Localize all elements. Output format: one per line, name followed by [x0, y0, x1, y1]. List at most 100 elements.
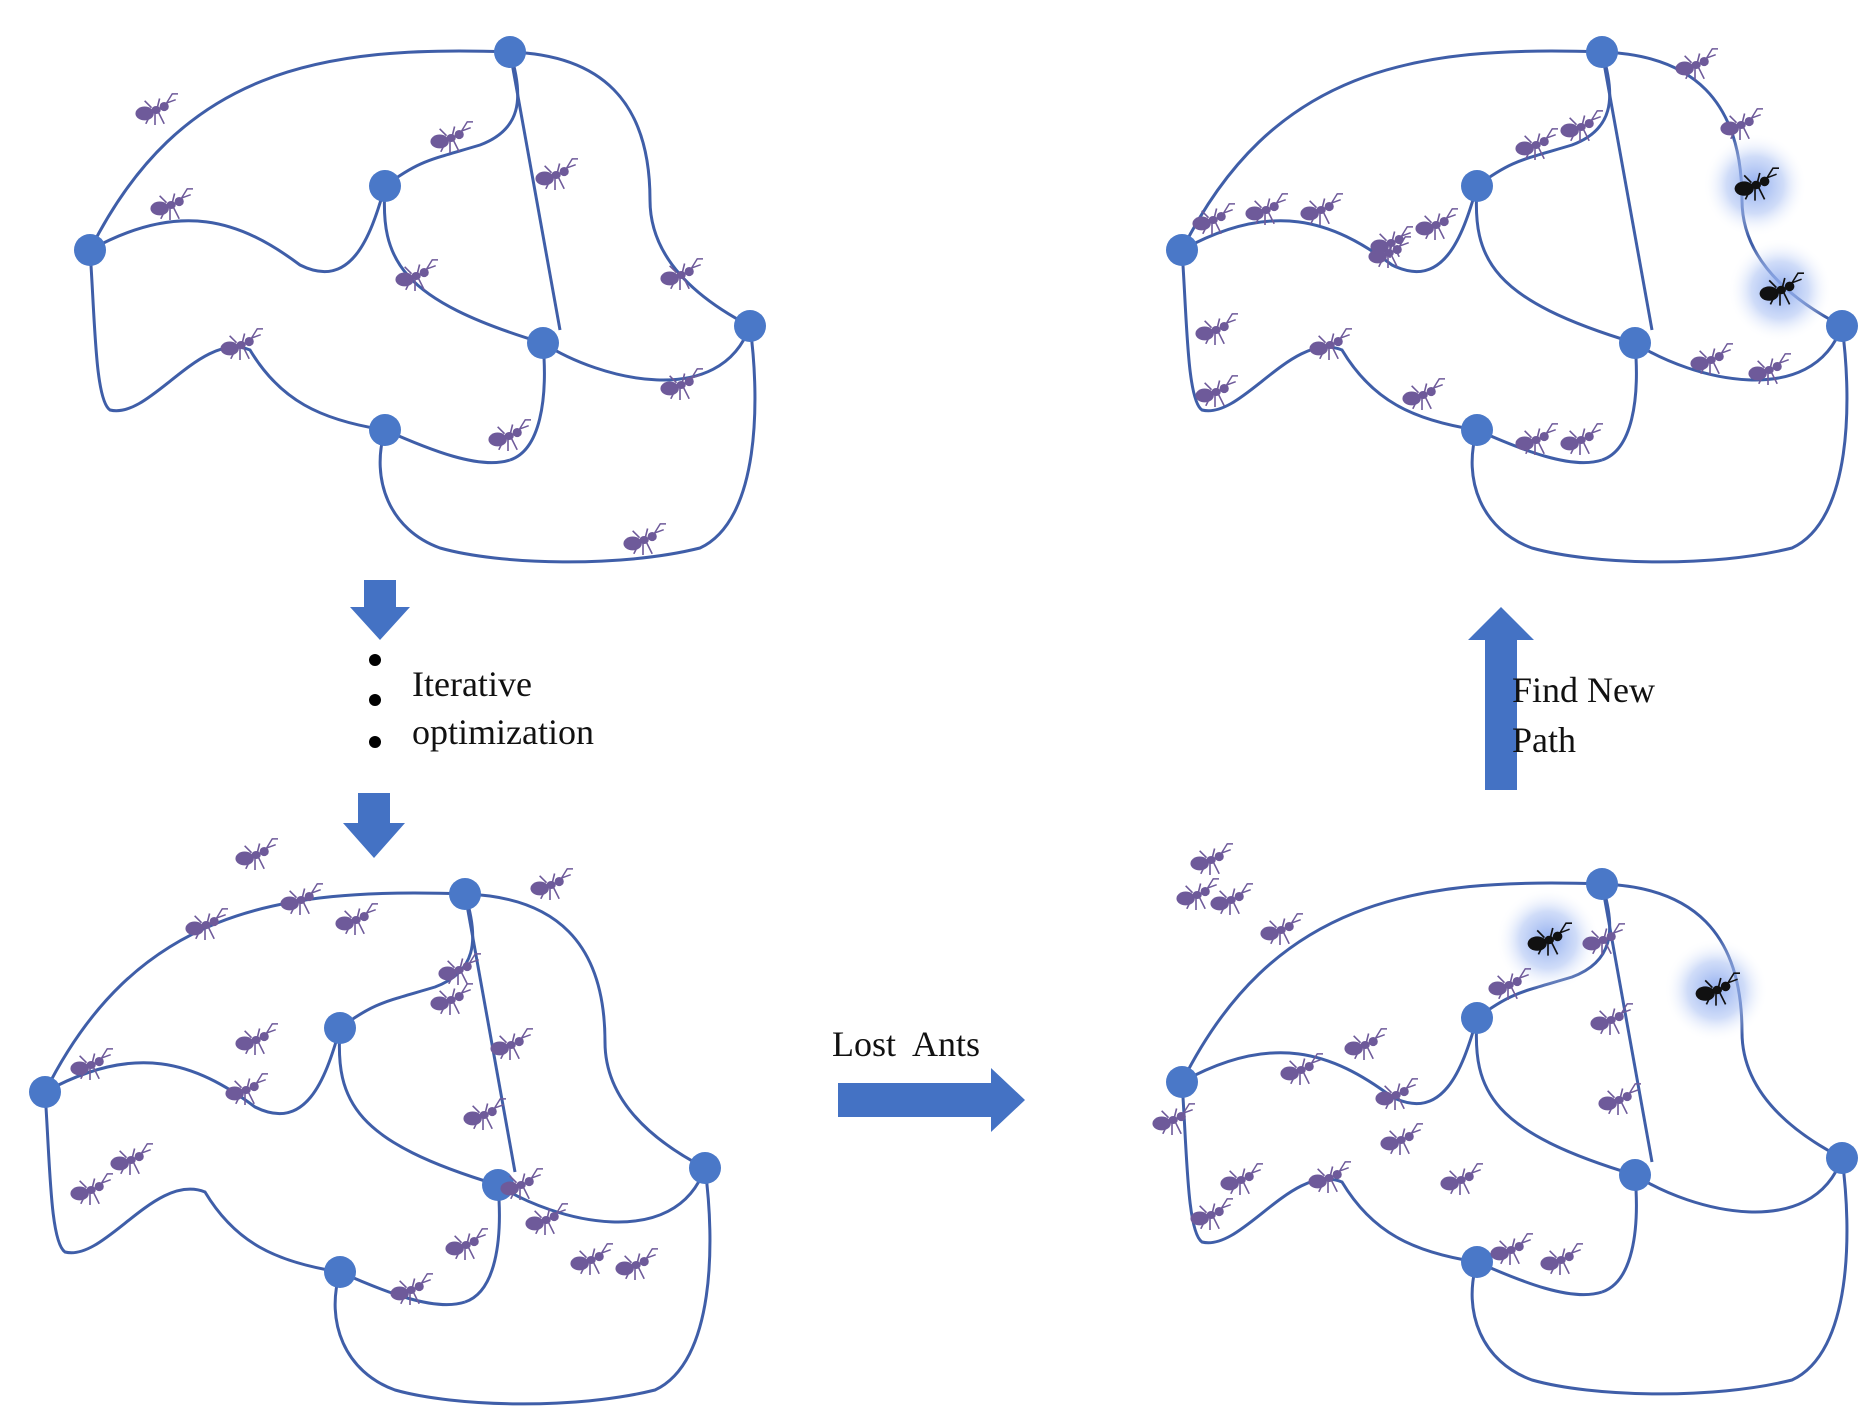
ant-icon	[500, 1168, 543, 1200]
graph-node	[734, 310, 766, 342]
graph-edge	[88, 249, 386, 432]
graph-node	[1826, 310, 1858, 342]
lost-ant-icon	[1734, 167, 1780, 201]
graph-edge	[337, 1027, 499, 1187]
graph-node	[29, 1076, 61, 1108]
graph-node	[324, 1256, 356, 1288]
graph-edge	[509, 342, 546, 462]
ant-icon	[525, 1203, 568, 1235]
graph-node	[369, 414, 401, 446]
ant-icon	[220, 328, 263, 360]
iterative-optimization-label-line1: Iterative	[412, 664, 532, 704]
ant-icon	[1308, 1161, 1351, 1193]
ant-icon	[235, 1023, 278, 1055]
graph-edge	[509, 50, 751, 328]
ant-icon	[623, 523, 666, 555]
ant-icon	[1720, 108, 1763, 140]
ant-icon	[1598, 1083, 1641, 1115]
ant-icon	[235, 838, 278, 870]
graph-edge	[384, 428, 511, 465]
graph-node	[1461, 1246, 1493, 1278]
ant-icon	[1195, 313, 1238, 345]
down-arrow-icon	[350, 580, 410, 640]
graph-edge	[384, 51, 520, 188]
ant-icon	[1368, 236, 1411, 268]
find-new-path-label-line2: Path	[1512, 720, 1577, 760]
up-arrow-icon	[1468, 607, 1534, 790]
ant-icon	[1515, 423, 1558, 455]
graph-edge	[339, 893, 475, 1030]
ant-icon	[1375, 1078, 1418, 1110]
graph-edge	[378, 325, 757, 564]
ant-icon	[390, 1273, 433, 1305]
ant-icon	[1220, 1163, 1263, 1195]
ellipsis-dot	[369, 654, 381, 666]
graph-node	[494, 36, 526, 68]
graph-edge	[1476, 428, 1603, 465]
graph-edge	[43, 891, 466, 1093]
ant-icon	[335, 903, 378, 935]
graph-edge	[1474, 185, 1636, 345]
ant-icon	[1192, 203, 1235, 235]
ant-icon	[530, 868, 573, 900]
ant-icon	[1152, 1103, 1195, 1135]
graph-edge	[43, 1091, 341, 1274]
ant-icon	[225, 1073, 268, 1105]
ant-icon	[1540, 1243, 1583, 1275]
ant-icon	[438, 953, 481, 985]
down-arrow-icon	[343, 793, 405, 858]
graph-node	[369, 170, 401, 202]
ants	[70, 48, 1805, 1305]
graph-node	[1461, 1002, 1493, 1034]
ant-icon	[70, 1048, 113, 1080]
graph-edge	[1600, 51, 1654, 331]
ant-icon	[1560, 423, 1603, 455]
graph-edge	[89, 185, 387, 273]
graph-edge	[1181, 185, 1479, 273]
graph-edge	[463, 893, 517, 1173]
ant-icon	[280, 883, 323, 915]
graph-edge	[1474, 1017, 1636, 1177]
graph-edge	[1601, 1174, 1638, 1294]
graph-edge	[333, 1167, 712, 1406]
ant-icon	[1748, 353, 1791, 385]
lost-ants-label: Lost Ants	[832, 1024, 981, 1064]
ant-icon	[1415, 208, 1458, 240]
graph-edge	[464, 892, 706, 1170]
ant-icon	[1440, 1163, 1483, 1195]
graph-edge	[1180, 881, 1603, 1083]
ant-icon	[1260, 913, 1303, 945]
ant-icon	[1195, 375, 1238, 407]
graph-edge	[1476, 1260, 1603, 1297]
ellipsis-dot	[369, 736, 381, 748]
graph-edge	[1180, 1081, 1478, 1264]
panel-lost-ants	[1166, 868, 1858, 1396]
graph-node	[1619, 327, 1651, 359]
graph-edge	[1600, 883, 1654, 1163]
ant-icon	[1515, 128, 1558, 160]
ant-icon	[430, 983, 473, 1015]
lost-ant-glows	[1496, 133, 1832, 1042]
ant-icon	[1176, 878, 1219, 910]
ant-icon	[110, 1143, 153, 1175]
ant-icon	[490, 1028, 533, 1060]
graph-node	[74, 234, 106, 266]
panel-new-path	[1166, 36, 1858, 564]
panel-initial	[74, 36, 766, 564]
ant-icon	[660, 258, 703, 290]
ant-icon	[660, 368, 703, 400]
iterative-optimization-label-line2: optimization	[412, 712, 594, 752]
find-new-path-label-line1: Find New	[1512, 670, 1655, 710]
graph-edge	[464, 1184, 501, 1304]
graph-node	[1166, 234, 1198, 266]
ant-icon	[1190, 843, 1233, 875]
ant-icon	[185, 908, 228, 940]
graph-edge	[542, 325, 752, 382]
graph-edge	[44, 1027, 342, 1115]
graph-node	[527, 327, 559, 359]
graph-node	[1826, 1142, 1858, 1174]
graph-node	[449, 878, 481, 910]
ant-icon	[1402, 378, 1445, 410]
ant-icon	[463, 1098, 506, 1130]
ant-icon	[1190, 1198, 1233, 1230]
